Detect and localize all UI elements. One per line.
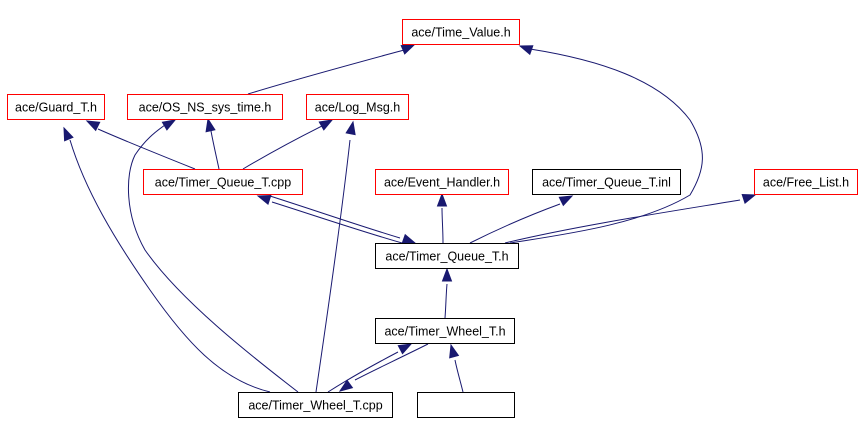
node-label: ace/Free_List.h bbox=[763, 176, 849, 190]
edge-line bbox=[469, 203, 561, 244]
edges-layer bbox=[63, 44, 757, 393]
node-label: ace/Guard_T.h bbox=[15, 101, 97, 115]
node-box[interactable] bbox=[375, 318, 515, 344]
node-box[interactable] bbox=[306, 94, 409, 120]
node-box[interactable] bbox=[238, 392, 393, 418]
node-label: Timer_Wheel.h bbox=[424, 399, 508, 413]
arrowhead-icon bbox=[441, 267, 453, 282]
edge-timer-queue-t-cpp-to-timer-queue-t-h bbox=[269, 195, 417, 244]
edge-timer-queue-t-h-to-timer-queue-t-cpp bbox=[256, 194, 403, 244]
edge-timer-queue-t-cpp-to-os-ns-sys-time bbox=[205, 117, 220, 170]
node-timer-wheel-t-cpp[interactable]: ace/Timer_Wheel_T.cpp bbox=[238, 392, 393, 418]
edge-line bbox=[242, 125, 323, 170]
edge-line bbox=[354, 343, 429, 381]
edge-timer-queue-t-h-to-timer-queue-t-inl bbox=[469, 195, 574, 244]
edge-timer-wheel-t-cpp-to-guard-t bbox=[63, 126, 271, 393]
edge-timer-queue-t-h-to-free-list bbox=[504, 193, 757, 244]
arrowhead-icon bbox=[449, 343, 460, 359]
nodes-layer: ace/Time_Value.h ace/Guard_T.h ace/OS_NS_s… bbox=[7, 19, 858, 418]
node-timer-wheel-t-h[interactable]: ace/Timer_Wheel_T.h bbox=[375, 318, 515, 344]
node-label: ace/Timer_Wheel_T.h bbox=[384, 325, 505, 339]
edge-timer-queue-t-h-to-time-value bbox=[509, 45, 703, 244]
arrowhead-icon bbox=[205, 117, 216, 133]
edge-line bbox=[210, 130, 220, 170]
arrowhead-icon bbox=[85, 120, 101, 132]
arrowhead-icon bbox=[397, 343, 413, 355]
edge-line bbox=[509, 48, 703, 244]
edge-line bbox=[271, 201, 403, 244]
edge-line bbox=[441, 207, 444, 244]
node-box[interactable] bbox=[127, 94, 283, 120]
node-label: ace/Timer_Wheel_T.cpp bbox=[248, 399, 382, 413]
edge-line bbox=[128, 124, 299, 393]
arrowhead-icon bbox=[345, 120, 356, 136]
edge-timer-wheel-t-cpp-to-log-msg bbox=[315, 120, 356, 393]
node-label: ace/Timer_Queue_T.cpp bbox=[155, 176, 291, 190]
edge-line bbox=[97, 128, 196, 170]
node-os-ns-sys-time[interactable]: ace/OS_NS_sys_time.h bbox=[127, 94, 283, 120]
node-label: ace/Time_Value.h bbox=[411, 26, 510, 40]
node-label: ace/Event_Handler.h bbox=[384, 176, 500, 190]
edge-line bbox=[327, 351, 399, 393]
edge-timer-queue-t-cpp-to-log-msg bbox=[242, 119, 334, 170]
node-box[interactable] bbox=[532, 169, 681, 195]
arrowhead-icon bbox=[518, 45, 534, 56]
node-label: ace/Log_Msg.h bbox=[315, 101, 401, 115]
node-guard-t[interactable]: ace/Guard_T.h bbox=[7, 94, 105, 120]
arrowhead-icon bbox=[161, 119, 177, 131]
arrowhead-icon bbox=[401, 233, 417, 244]
node-free-list[interactable]: ace/Free_List.h bbox=[754, 169, 858, 195]
edge-line bbox=[69, 139, 271, 393]
edge-timer-wheel-h-to-timer-wheel-t-h bbox=[449, 343, 464, 393]
arrowhead-icon bbox=[741, 193, 757, 204]
arrowhead-icon bbox=[400, 44, 416, 55]
edge-line bbox=[504, 199, 741, 244]
arrowhead-icon bbox=[558, 195, 574, 207]
edge-line bbox=[247, 49, 405, 95]
node-timer-wheel-h[interactable]: Timer_Wheel.h bbox=[417, 392, 515, 418]
node-box[interactable] bbox=[417, 392, 515, 418]
node-label: ace/Timer_Queue_T.inl bbox=[542, 176, 671, 190]
edge-timer-queue-t-cpp-to-guard-t bbox=[85, 120, 196, 170]
edge-timer-wheel-t-h-to-timer-queue-t-h bbox=[441, 267, 453, 319]
node-box[interactable] bbox=[375, 243, 519, 269]
node-box[interactable] bbox=[143, 169, 303, 195]
arrowhead-icon bbox=[318, 119, 334, 131]
node-timer-queue-t-cpp[interactable]: ace/Timer_Queue_T.cpp bbox=[143, 169, 303, 195]
edge-line bbox=[444, 283, 448, 319]
node-box[interactable] bbox=[375, 169, 509, 195]
node-timer-queue-t-h[interactable]: ace/Timer_Queue_T.h bbox=[375, 243, 519, 269]
edge-line bbox=[269, 195, 401, 239]
arrowhead-icon bbox=[436, 192, 448, 207]
node-event-handler[interactable]: ace/Event_Handler.h bbox=[375, 169, 509, 195]
edge-timer-wheel-t-cpp-to-timer-wheel-t-h bbox=[327, 343, 413, 393]
edge-timer-wheel-t-cpp-to-os-ns-sys-time bbox=[128, 119, 299, 393]
edge-timer-queue-t-h-to-event-handler bbox=[436, 192, 448, 244]
arrowhead-icon bbox=[63, 126, 74, 142]
node-label: ace/OS_NS_sys_time.h bbox=[139, 101, 272, 115]
arrowhead-icon bbox=[256, 194, 272, 205]
node-box[interactable] bbox=[402, 19, 520, 45]
edge-line bbox=[454, 359, 464, 393]
arrowhead-icon bbox=[338, 379, 354, 392]
node-box[interactable] bbox=[754, 169, 858, 195]
edge-timer-wheel-t-h-to-timer-wheel-t-cpp bbox=[338, 343, 429, 392]
edge-os-ns-sys-time-to-time-value bbox=[247, 44, 416, 95]
edge-line bbox=[315, 139, 351, 393]
node-label: ace/Timer_Queue_T.h bbox=[385, 250, 508, 264]
node-timer-queue-t-inl[interactable]: ace/Timer_Queue_T.inl bbox=[532, 169, 681, 195]
node-time-value[interactable]: ace/Time_Value.h bbox=[402, 19, 520, 45]
node-box[interactable] bbox=[7, 94, 105, 120]
node-log-msg[interactable]: ace/Log_Msg.h bbox=[306, 94, 409, 120]
